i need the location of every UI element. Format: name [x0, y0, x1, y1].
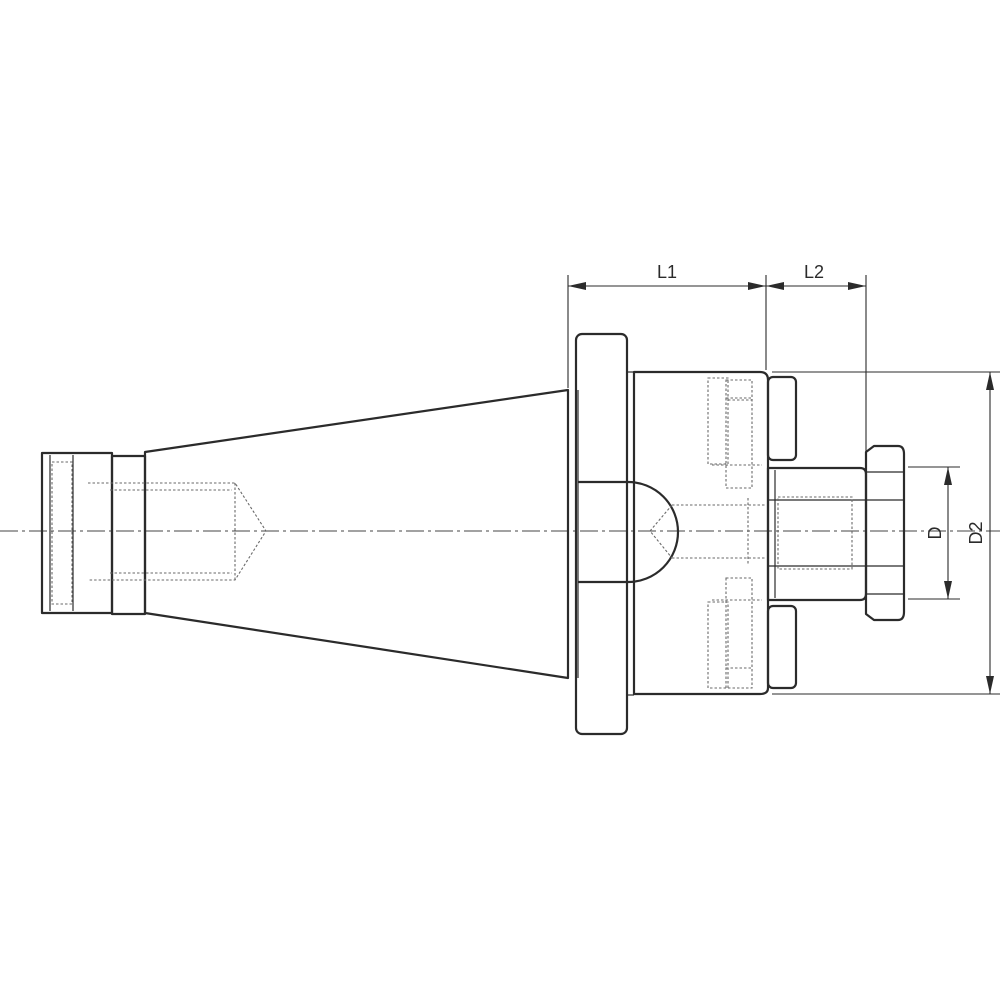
- dimension-d2: D2: [966, 372, 994, 694]
- hidden-drill-point: [649, 504, 673, 559]
- coolant-dome: [578, 480, 680, 584]
- drive-key-bottom: [766, 604, 798, 690]
- holder-body: [632, 370, 770, 696]
- dimension-l2: L2: [766, 262, 866, 290]
- hidden-body-features: [672, 377, 765, 689]
- dimension-l1: L1: [568, 262, 766, 290]
- hidden-thread-bore: [88, 482, 267, 581]
- drive-key-top: [766, 375, 798, 462]
- dimension-label-l1: L1: [657, 262, 677, 282]
- dimension-label-d2: D2: [966, 521, 986, 544]
- taper-shank: [143, 388, 579, 680]
- retention-knob: [40, 451, 147, 616]
- flange: [574, 332, 634, 736]
- dimension-label-d: D: [925, 527, 945, 540]
- collet-nose: [766, 466, 868, 602]
- dimension-label-l2: L2: [804, 262, 824, 282]
- extension-lines: [567, 275, 1000, 695]
- dimension-d: D: [925, 467, 952, 599]
- clamping-nut: [864, 444, 906, 622]
